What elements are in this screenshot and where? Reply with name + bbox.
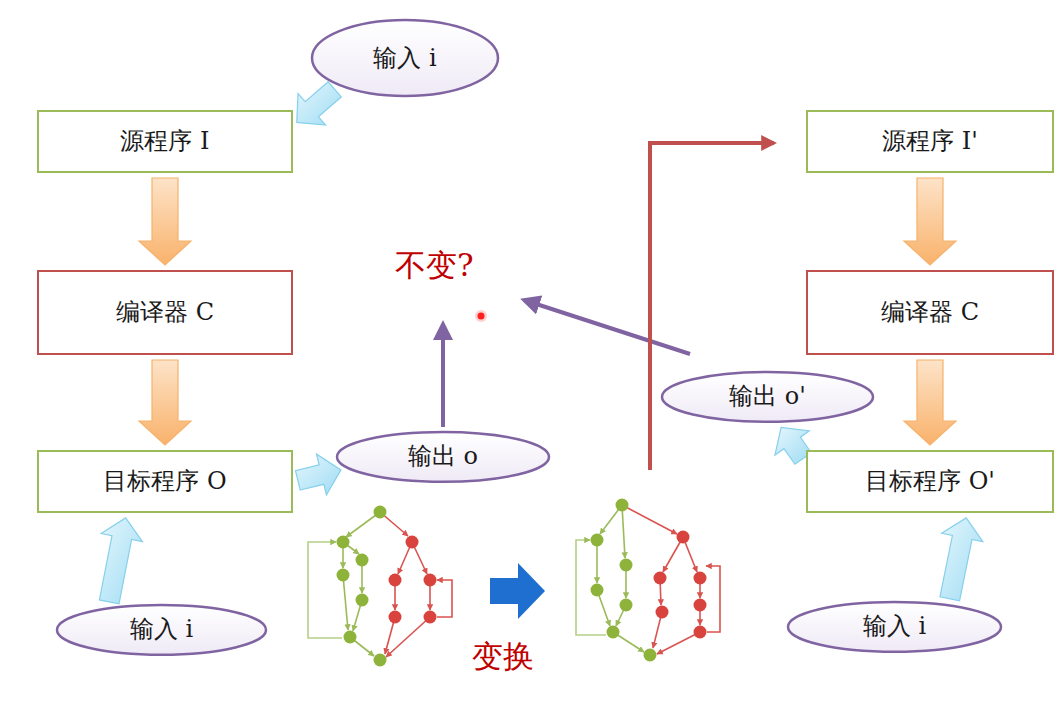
node-text: 编译器 C [881,298,979,327]
node-text: 输入 i [130,615,193,644]
input-output-arrow [99,518,142,604]
flow-block-arrow [139,178,191,265]
node-text: 输出 o [408,442,478,471]
transform-block-arrow [490,563,545,619]
input-output-arrow [940,518,983,601]
input-output-arrow [297,82,342,125]
input-output-arrow [296,454,341,495]
node-text: 源程序 I [120,127,209,156]
io-ellipse: 输入 i [786,600,1003,654]
node-text: 输出 o' [729,382,806,411]
node-text: 输入 i [863,612,926,641]
io-ellipse: 输出 o [335,430,551,484]
transform-label: 变换 [472,638,534,675]
io-ellipse: 输入 i [310,18,500,98]
compare-dot [478,313,485,320]
invariance-question: 不变? [395,247,474,284]
io-ellipse: 输入 i [55,603,268,657]
process-box: 源程序 I' [806,110,1054,173]
process-box: 编译器 C [37,270,293,355]
node-text: 输入 i [373,44,436,73]
io-ellipse: 输出 o' [660,370,875,424]
process-box: 源程序 I [37,110,293,173]
node-text: 目标程序 O' [865,467,995,496]
node-text: 编译器 C [116,298,214,327]
compare-arrow [524,300,690,354]
compare-dot-halo [475,310,487,322]
compare-arrow [441,324,445,427]
node-text: 源程序 I' [882,127,978,156]
process-box: 目标程序 O' [806,450,1054,513]
process-box: 编译器 C [806,270,1054,355]
cfg-graph-transformed [576,499,720,662]
flow-block-arrow [904,178,956,265]
process-box: 目标程序 O [37,450,293,513]
flow-block-arrow [139,360,191,445]
cfg-graph [308,506,452,667]
node-text: 目标程序 O [103,467,226,496]
flow-block-arrow [904,360,956,445]
